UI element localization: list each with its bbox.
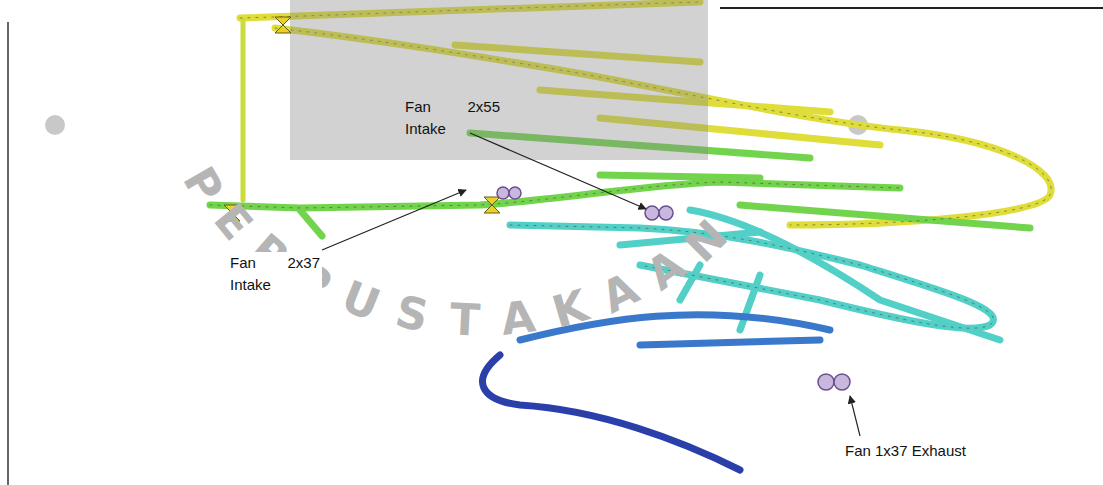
watermark-dot <box>45 115 65 135</box>
frame <box>7 22 9 485</box>
watermark-letter: T <box>449 297 481 342</box>
frame <box>720 7 1103 9</box>
fan-label: Fan 2x55 Intake <box>405 96 500 140</box>
watermark-letter: U <box>336 274 386 328</box>
watermark-letter: A <box>639 242 692 298</box>
watermark-letter: A <box>595 266 645 320</box>
fan-symbol <box>497 187 850 390</box>
regulator-symbol <box>224 17 500 221</box>
fan-label: Fan 1x37 Exhaust <box>843 440 968 462</box>
watermark-letter: A <box>498 294 537 342</box>
leader-line <box>322 133 860 436</box>
grey-panel <box>290 0 708 160</box>
watermark-letter: P <box>176 160 230 210</box>
watermark-letter: S <box>392 289 432 339</box>
watermark-letter: K <box>548 283 593 335</box>
watermark-letter: N <box>678 212 735 269</box>
fan-label: Fan 2x37 Intake <box>228 252 322 296</box>
watermark-letter: E <box>207 196 260 247</box>
